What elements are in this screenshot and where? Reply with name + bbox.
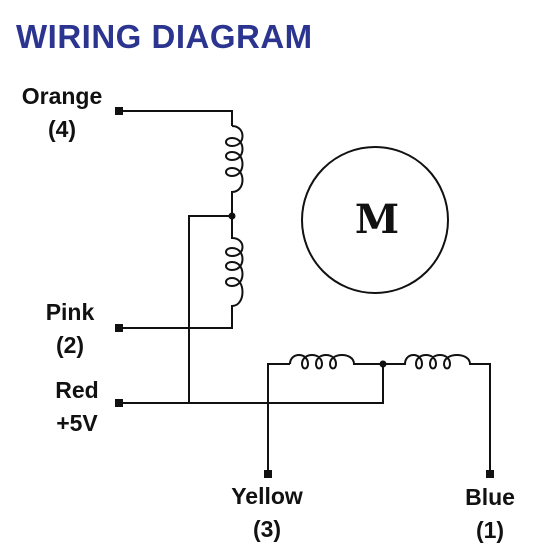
yellow-wire xyxy=(267,363,290,472)
motor-label: M xyxy=(355,196,399,243)
yellow-wire-label: Yellow (3) xyxy=(208,480,326,547)
orange-terminal xyxy=(115,107,123,115)
coil1-tap-junction xyxy=(228,212,236,220)
red-terminal xyxy=(115,399,123,407)
coil2-tap-junction xyxy=(379,360,387,368)
blue-wire-name: Blue xyxy=(465,484,515,510)
orange-wire xyxy=(120,110,233,126)
coil2-left-winding xyxy=(289,354,383,370)
coil1-lower-winding xyxy=(120,216,244,329)
red-wire-name: Red xyxy=(55,377,99,403)
red-wire-voltage: +5V xyxy=(56,410,98,437)
blue-wire-label: Blue (1) xyxy=(440,481,540,548)
red-wire-label: Red +5V xyxy=(22,374,132,441)
yellow-wire-number: (3) xyxy=(252,516,282,543)
motor-circle xyxy=(301,146,449,294)
orange-wire-label: Orange (4) xyxy=(12,80,112,147)
orange-wire-number: (4) xyxy=(47,116,77,143)
orange-wire-name: Orange xyxy=(21,83,103,109)
blue-terminal xyxy=(486,470,494,478)
blue-wire-number: (1) xyxy=(475,517,505,544)
coil1-upper-winding xyxy=(225,125,244,216)
pink-wire-number: (2) xyxy=(55,332,85,359)
pink-wire-name: Pink xyxy=(45,299,95,325)
diagram-title: WIRING DIAGRAM xyxy=(16,18,313,55)
coil1-center-tap xyxy=(188,215,232,403)
yellow-wire-name: Yellow xyxy=(231,483,303,509)
coil2-right-winding xyxy=(383,354,491,472)
pink-wire-label: Pink (2) xyxy=(20,296,120,363)
red-wire xyxy=(120,364,384,404)
pink-terminal xyxy=(115,324,123,332)
yellow-terminal xyxy=(264,470,272,478)
